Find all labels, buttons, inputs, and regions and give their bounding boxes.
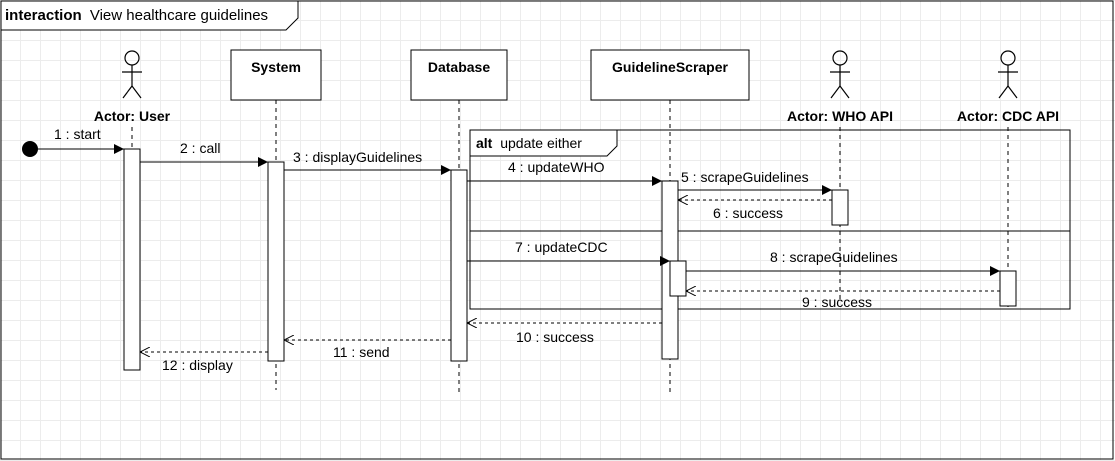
message-label: 3 : displayGuidelines (293, 149, 422, 165)
activation-scraper-nested (669, 260, 687, 297)
participant-label: Actor: CDC API (957, 108, 1059, 124)
participant-label: Database (428, 59, 490, 75)
actor-figure-icon (998, 50, 1018, 99)
participant-label: GuidelineScraper (612, 59, 728, 75)
actor-figure-icon (122, 50, 142, 99)
fragment-label: alt update either (476, 135, 582, 151)
message-label: 4 : updateWHO (508, 159, 605, 175)
activation-user (123, 148, 141, 371)
activation-who (831, 189, 849, 226)
activation-cdc (999, 270, 1017, 307)
activation-system (267, 161, 285, 362)
message-label: 11 : send (333, 344, 390, 360)
fragment-operator: alt (476, 135, 493, 151)
message-label: 10 : success (516, 329, 594, 345)
message-label: 7 : updateCDC (515, 239, 608, 255)
frame-title: interaction View healthcare guidelines (5, 7, 268, 24)
participant-label: Actor: WHO API (787, 108, 893, 124)
participant-who: Actor: WHO API (787, 50, 893, 124)
message-label: 1 : start (54, 126, 101, 142)
actor-figure-icon (830, 50, 850, 99)
message-label: 8 : scrapeGuidelines (770, 249, 898, 265)
participant-label: Actor: User (94, 108, 171, 124)
message-label: 5 : scrapeGuidelines (681, 169, 809, 185)
participant-system: System (230, 49, 322, 101)
message-label: 2 : call (180, 140, 220, 156)
alt-fragment: alt update either (469, 129, 1071, 310)
message-label: 6 : success (713, 205, 783, 221)
fragment-guard: update either (500, 135, 582, 151)
participant-database: Database (410, 49, 508, 101)
participant-cdc: Actor: CDC API (957, 50, 1059, 124)
participant-label: System (251, 59, 301, 75)
participant-user: Actor: User (94, 50, 171, 124)
participant-scraper: GuidelineScraper (590, 49, 750, 101)
activations (123, 148, 1017, 371)
frame-name: View healthcare guidelines (90, 7, 268, 24)
messages: 1 : start 2 : call 3 : displayGuidelines… (38, 126, 1000, 373)
message-label: 12 : display (162, 357, 233, 373)
activation-database (450, 169, 468, 362)
message-label: 9 : success (802, 294, 872, 310)
start-dot (22, 141, 38, 157)
frame-keyword: interaction (5, 7, 82, 24)
